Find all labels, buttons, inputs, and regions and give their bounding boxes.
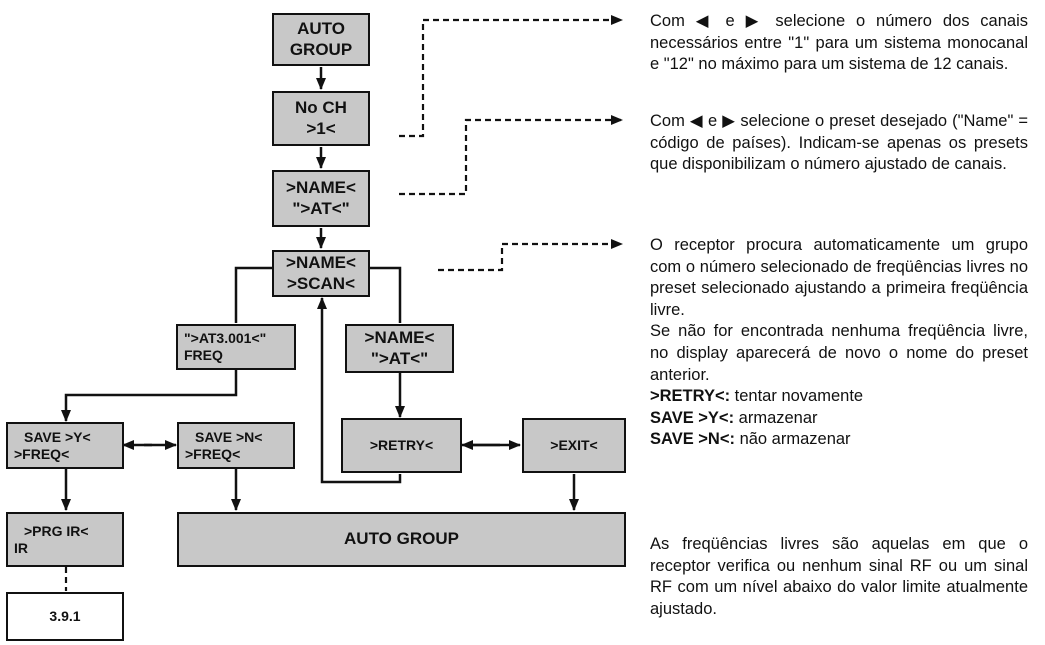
arrow-freq-savey (61, 370, 238, 422)
box-ref: 3.9.1 (6, 592, 124, 641)
desc-free-freq-text: As freqüências livres são aquelas em que… (650, 535, 1028, 618)
box-auto-group-bottom-label: AUTO GROUP (344, 529, 459, 549)
desc-retry-desc: tentar novamente (730, 387, 864, 406)
box-no-ch: No CH >1< (272, 91, 370, 146)
box-exit: >EXIT< (522, 418, 626, 473)
desc-name: Com ◀ e ▶ selecione o preset desejado ("… (650, 111, 1028, 176)
line-scan-to-freq (234, 266, 272, 323)
desc-save-y-desc: armazenar (734, 408, 818, 427)
box-save-n-line2: >FREQ< (185, 445, 241, 462)
box-name-at: >NAME< ">AT<" (272, 170, 370, 227)
box-no-ch-line2: >1< (306, 118, 336, 138)
desc-name-text: Com ◀ e ▶ selecione o preset desejado ("… (650, 112, 1028, 174)
box-no-ch-line1: No CH (295, 98, 347, 118)
desc-save-n: SAVE >N<: não armazenar (650, 429, 1028, 451)
box-name-at-line2: ">AT<" (292, 198, 350, 218)
box-at-freq-line1: ">AT3.001<" (184, 330, 267, 347)
desc-save-n-term: SAVE >N<: (650, 430, 735, 449)
box-prg-ir: >PRG IR< IR (6, 512, 124, 567)
desc-not-found-text: Se não for encontrada nenhuma freqüência… (650, 322, 1028, 384)
box-at-freq-line2: FREQ (184, 347, 223, 363)
box-prg-ir-line1: >PRG IR< (24, 522, 89, 539)
box-prg-ir-line2: IR (14, 539, 28, 556)
leader-nameat (399, 115, 623, 196)
box-auto-group-bottom: AUTO GROUP (177, 512, 626, 567)
box-auto-group-top-line1: AUTO (297, 19, 345, 39)
desc-retry: >RETRY<: tentar novamente (650, 386, 1028, 408)
box-name-at-2: >NAME< ">AT<" (345, 324, 454, 373)
box-save-n-line1: SAVE >N< (195, 428, 263, 445)
desc-no-ch-text: Com ◀ e ▶ selecione o número dos canais … (650, 12, 1028, 74)
box-auto-group-top-line2: GROUP (289, 39, 353, 59)
desc-no-ch: Com ◀ e ▶ selecione o número dos canais … (650, 11, 1028, 76)
desc-save-y-term: SAVE >Y<: (650, 408, 735, 427)
box-at-freq: ">AT3.001<" FREQ (176, 324, 296, 370)
desc-save-y: SAVE >Y<: armazenar (650, 408, 1028, 430)
box-save-y-line1: SAVE >Y< (24, 428, 91, 445)
box-name-scan-line2: >SCAN< (286, 273, 356, 293)
box-ref-label: 3.9.1 (49, 608, 81, 625)
box-auto-group-top: AUTO GROUP (272, 13, 370, 66)
line-scan-to-nameat2 (370, 266, 402, 323)
desc-retry-term: >RETRY<: (650, 387, 731, 406)
box-name-at-2-line1: >NAME< (364, 328, 435, 348)
box-save-n: SAVE >N< >FREQ< (177, 422, 295, 469)
box-retry: >RETRY< (341, 418, 462, 473)
box-save-y-line2: >FREQ< (14, 445, 70, 462)
arrow-retry-loop (317, 297, 402, 484)
leader-noch (399, 15, 623, 138)
box-retry-label: >RETRY< (369, 437, 434, 454)
desc-scan: O receptor procura automaticamente um gr… (650, 235, 1028, 451)
box-save-y: SAVE >Y< >FREQ< (6, 422, 124, 469)
box-name-scan: >NAME< >SCAN< (272, 250, 370, 297)
box-name-at-line1: >NAME< (286, 178, 356, 198)
box-name-at-2-line2: ">AT<" (370, 348, 429, 368)
box-exit-label: >EXIT< (550, 437, 598, 454)
desc-free-freq: As freqüências livres são aquelas em que… (650, 534, 1028, 620)
desc-scan-text: O receptor procura automaticamente um gr… (650, 236, 1028, 319)
desc-save-n-desc: não armazenar (734, 430, 851, 449)
box-name-scan-line1: >NAME< (286, 253, 356, 273)
leader-namescan (438, 239, 623, 272)
